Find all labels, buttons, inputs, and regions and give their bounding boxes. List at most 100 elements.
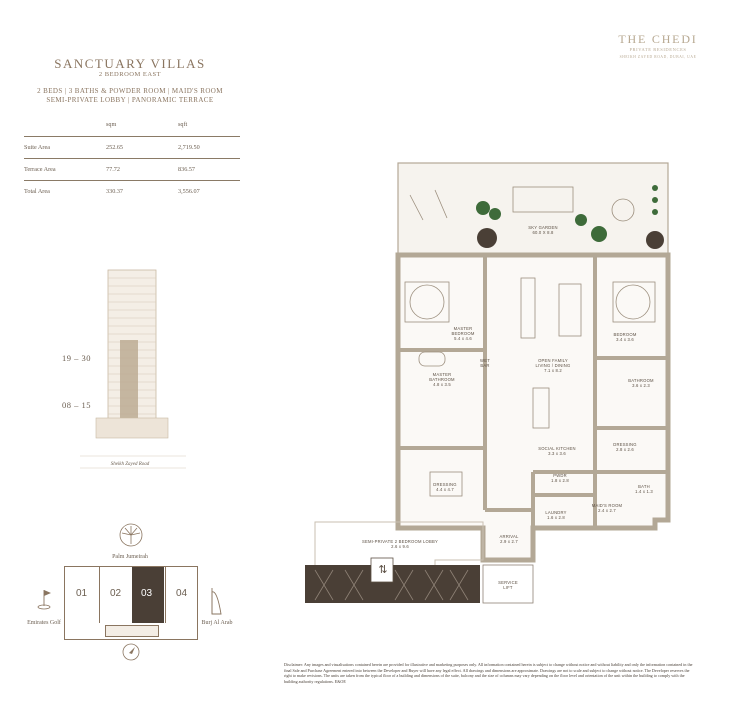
room-label: SEMI-PRIVATE 2 BEDROOM LOBBY [362,539,438,544]
room-dimensions: 3.6 x 2.3 [632,383,650,388]
room-bath-maid: BATH 1.4 x 1.3 [631,484,657,494]
room-label: BATHROOM [628,378,654,383]
room-maids-room: MAID'S ROOM 2.4 x 2.7 [587,503,627,513]
room-master-bathroom: MASTER BATHROOM 4.8 x 3.5 [420,372,464,387]
burj-al-arab-icon [208,586,224,616]
road-label: Sheikh Zayed Road [110,462,150,467]
palm-icon [116,520,146,550]
room-dimensions: 1.4 x 1.3 [635,489,653,494]
room-open-family: OPEN FAMILY LIVING / DINING 7.1 x 8.2 [525,358,581,373]
room-dressing-bedroom: DRESSING 2.8 x 2.6 [603,442,647,452]
table-header-cell: sqft [178,121,188,128]
room-label: BATHROOM [429,377,455,382]
floor-plan-drawing [305,162,671,604]
emirates-golf-label: Emirates Golf [27,620,61,626]
room-label: BEDROOM [613,332,637,337]
table-header-row: sqm sqft [24,118,240,137]
key-plan: 01 02 03 04 [64,566,198,640]
spec-line-2: SEMI-PRIVATE LOBBY | PANORAMIC TERRACE [46,96,214,104]
room-service-lift: SERVICE LIFT [489,580,527,590]
room-label: DRESSING [613,442,637,447]
room-dressing-master: DRESSING 4.4 x 4.7 [423,482,467,492]
room-dimensions: 1.8 x 2.8 [551,478,569,483]
table-header-cell: sqm [106,121,117,128]
level-range-lower: 08 – 15 [62,400,91,410]
table-cell: Suite Area [24,136,106,159]
unit-number: 02 [110,588,122,599]
core-block [105,625,159,637]
golf-flag-icon [36,588,52,610]
room-label: MAID'S ROOM [591,503,623,508]
table-cell: Terrace Area [24,158,106,181]
room-dimensions: 3.3 x 3.6 [548,451,566,456]
disclaimer-text: Disclaimer: Any images and visualisation… [284,662,693,684]
table-header-cell [24,118,106,137]
floor-plan: SKY GARDEN 60.0 X 8.8 MASTER BEDROOM 5.4… [295,160,675,640]
brand-line1: PRIVATE RESIDENCES [629,47,687,52]
room-label: DRESSING [433,482,457,487]
room-label: BATH [638,484,650,489]
room-bathroom: BATHROOM 3.6 x 2.3 [619,378,663,388]
lift-arrows-icon: ⇅ [378,563,388,576]
unit-number: 01 [76,588,88,599]
brand-logo: THE CHEDI [618,32,698,46]
table-cell: 77.72 [106,158,178,181]
table-cell: 330.37 [106,180,178,202]
room-label: SERVICE [498,580,518,585]
table-cell: 2,719.50 [178,136,240,159]
room-dimensions: 2.8 x 2.6 [616,447,634,452]
table-row: Terrace Area 77.72 836.57 [24,158,240,181]
table-cell: 836.57 [178,158,240,181]
room-label: LIVING / DINING [535,363,571,368]
room-label: PWDR [553,473,567,478]
room-dimensions: 2.4 x 2.7 [598,508,616,513]
unit-03-selected: 03 [132,567,164,623]
room-label: ARRIVAL [499,534,519,539]
brand-line2: SHEIKH ZAYED ROAD, DUBAI, UAE [619,55,697,59]
unit-01: 01 [65,567,98,623]
room-label: MASTER [432,372,452,377]
room-dimensions: 2.6 x 9.6 [391,544,409,549]
room-lobby: SEMI-PRIVATE 2 BEDROOM LOBBY 2.6 x 9.6 [335,539,465,549]
tower-elevation [40,268,200,478]
page-title: SANCTUARY VILLAS [54,56,206,71]
compass-icon [122,643,140,661]
level-range-upper: 19 – 30 [62,353,91,363]
highlight-band [120,340,138,420]
spec-line-1: 2 BEDS | 3 BATHS & POWDER ROOM | MAID'S … [37,87,223,95]
tower-drawing [80,269,186,469]
palm-jumeirah-label: Palm Jumeirah [112,554,148,560]
unit-number: 04 [176,588,188,599]
room-dimensions: 5.4 x 4.6 [454,336,472,341]
room-dimensions: 4.8 x 3.5 [433,382,451,387]
room-social-kitchen: SOCIAL KITCHEN 3.3 x 3.6 [529,446,585,456]
room-label: WET [480,358,490,363]
room-label: LAUNDRY [545,510,567,515]
table-cell: 252.65 [106,136,178,159]
room-label: BAR [480,363,490,368]
room-dimensions: 60.0 X 8.8 [532,230,554,235]
room-label: OPEN FAMILY [538,358,568,363]
room-bedroom: BEDROOM 3.4 x 3.6 [603,332,647,342]
table-cell: Total Area [24,180,106,202]
room-master-bedroom: MASTER BEDROOM 5.4 x 4.6 [441,326,485,341]
table-cell: 3,556.07 [178,180,240,202]
unit-02: 02 [99,567,132,623]
area-table: sqm sqft Suite Area 252.65 2,719.50 Terr… [24,118,240,202]
room-laundry: LAUNDRY 1.6 x 2.8 [539,510,573,520]
room-wet-bar: WET BAR [478,358,492,368]
unit-04: 04 [165,567,198,623]
table-row: Suite Area 252.65 2,719.50 [24,136,240,159]
room-dimensions: 2.9 x 2.7 [500,539,518,544]
room-dimensions: 1.6 x 2.8 [547,515,565,520]
room-arrival: ARRIVAL 2.9 x 2.7 [491,534,527,544]
room-label: MASTER [453,326,473,331]
room-dimensions: 7.1 x 8.2 [544,368,562,373]
room-dimensions: 4.4 x 4.7 [436,487,454,492]
unit-number: 03 [141,588,153,599]
room-label: BEDROOM [451,331,475,336]
room-label: SKY GARDEN [528,225,558,230]
burj-al-arab-label: Burj Al Arab [201,620,233,626]
page-subtitle: 2 BEDROOM EAST [98,71,162,78]
room-sky-garden: SKY GARDEN 60.0 X 8.8 [513,225,573,235]
